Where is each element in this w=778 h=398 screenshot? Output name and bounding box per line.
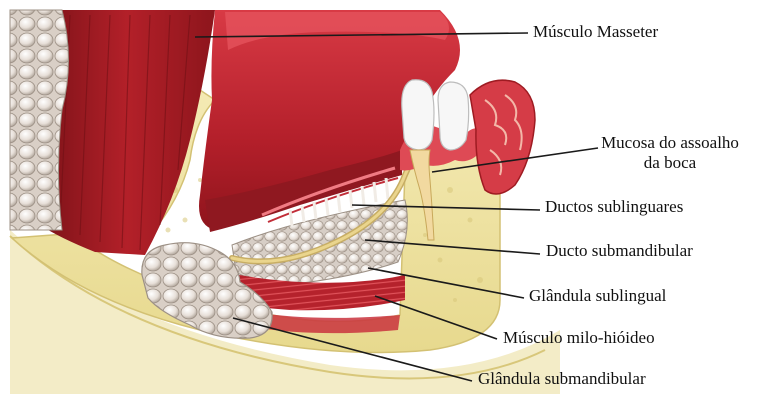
label-glandula-submandibular: Glândula submandibular	[478, 369, 646, 389]
label-musculo-milo-hioideo: Músculo milo-hióideo	[503, 328, 655, 348]
label-ducto-submandibular: Ducto submandibular	[546, 241, 693, 261]
incisor-tooth-right	[438, 82, 469, 150]
label-mucosa-assoalho: Mucosa do assoalho da boca	[580, 133, 760, 174]
label-mucosa-line2: da boca	[580, 153, 760, 173]
incisor-tooth-left	[402, 80, 434, 150]
label-musculo-masseter: Músculo Masseter	[533, 22, 658, 42]
label-glandula-sublingual: Glândula sublingual	[529, 286, 666, 306]
label-mucosa-line1: Mucosa do assoalho	[580, 133, 760, 153]
label-ductos-sublinguares: Ductos sublinguares	[545, 197, 683, 217]
